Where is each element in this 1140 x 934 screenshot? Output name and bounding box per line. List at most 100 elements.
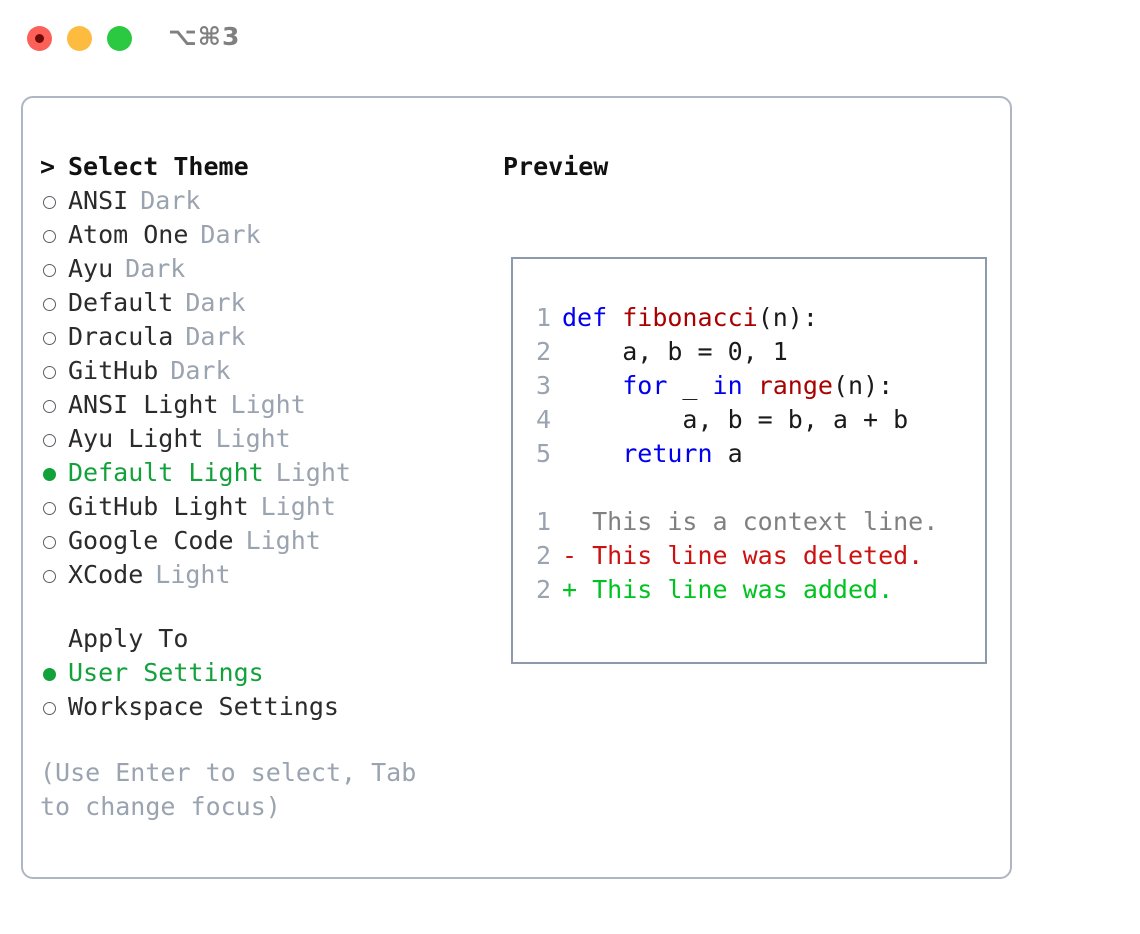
code-token: fibonacci	[622, 303, 758, 332]
radio-unselected-icon[interactable]	[43, 298, 56, 311]
theme-item-mode: Light	[215, 424, 291, 453]
theme-item-mode: Light	[260, 492, 336, 521]
theme-item-label: Default Light Light	[68, 456, 351, 490]
preview-title: Preview	[503, 152, 609, 181]
theme-list-item[interactable]: Default Light Light	[40, 456, 490, 490]
code-line-text: a, b = b, a + b	[562, 405, 908, 434]
theme-item-mode: Light	[275, 458, 351, 487]
theme-item-label: XCode Light	[68, 558, 231, 592]
code-token: (n):	[832, 371, 894, 400]
code-token: def	[562, 303, 623, 332]
theme-list-header: > Select Theme	[40, 150, 490, 184]
theme-list-title: Select Theme	[68, 152, 249, 181]
code-line-number: 2	[535, 337, 551, 366]
theme-item-mode: Light	[155, 560, 231, 589]
diff-line: 2 + This line was added.	[525, 573, 938, 607]
radio-unselected-icon[interactable]	[43, 264, 56, 277]
theme-list-item[interactable]: XCode Light	[40, 558, 490, 592]
radio-unselected-icon[interactable]	[43, 332, 56, 345]
diff-line-text: This is a context line.	[562, 507, 939, 536]
diff-line-text: - This line was deleted.	[562, 541, 924, 570]
hint-spacer	[40, 724, 490, 756]
code-token: (n):	[757, 303, 818, 332]
code-line: 4 a, b = b, a + b	[525, 403, 938, 437]
theme-item-label: Google Code Light	[68, 524, 321, 558]
apply-to-heading: Apply To	[68, 624, 189, 653]
prompt-caret-icon: >	[40, 152, 56, 181]
keyboard-hint-text: (Use Enter to select, Tab to change focu…	[40, 758, 417, 821]
minimize-window-button[interactable]	[67, 26, 92, 51]
radio-selected-icon[interactable]	[43, 668, 56, 681]
code-token: range	[757, 371, 833, 400]
radio-unselected-icon[interactable]	[43, 400, 56, 413]
code-line-text: def fibonacci(n):	[562, 303, 818, 332]
radio-unselected-icon[interactable]	[43, 702, 56, 715]
theme-item-name: Default Light	[68, 458, 264, 487]
radio-unselected-icon[interactable]	[43, 502, 56, 515]
diff-line-text: + This line was added.	[562, 575, 894, 604]
maximize-window-button[interactable]	[107, 26, 132, 51]
code-line-text: for _ in range(n):	[562, 371, 893, 400]
code-line: 2 a, b = 0, 1	[525, 335, 938, 369]
theme-item-name: Default	[68, 288, 174, 317]
apply-to-option-label: User Settings	[68, 658, 264, 687]
theme-item-name: Atom One	[68, 220, 189, 249]
title-bar: ⌥⌘3	[0, 0, 1140, 78]
code-token: a, b = b, a + b	[562, 405, 909, 434]
theme-item-mode: Light	[245, 526, 321, 555]
theme-item-name: GitHub Light	[68, 492, 249, 521]
code-line-number: 4	[535, 405, 551, 434]
radio-selected-icon[interactable]	[43, 468, 56, 481]
theme-item-name: Google Code	[68, 526, 234, 555]
apply-to-option[interactable]: Workspace Settings	[40, 690, 490, 724]
radio-unselected-icon[interactable]	[43, 196, 56, 209]
apply-to-option-label: Workspace Settings	[68, 692, 339, 721]
theme-list-item[interactable]: Atom One Dark	[40, 218, 490, 252]
theme-item-name: XCode	[68, 560, 144, 589]
theme-item-mode: Dark	[125, 254, 186, 283]
code-line-text: a, b = 0, 1	[562, 337, 788, 366]
diff-line: 2 - This line was deleted.	[525, 539, 938, 573]
radio-unselected-icon[interactable]	[43, 366, 56, 379]
radio-unselected-icon[interactable]	[43, 536, 56, 549]
code-token	[743, 371, 758, 400]
code-token: in	[712, 371, 743, 400]
apply-to-heading-row: Apply To	[40, 622, 490, 656]
theme-item-label: GitHub Light Light	[68, 490, 336, 524]
diff-line-number: 1	[535, 507, 551, 536]
diff-line-number: 2	[535, 541, 551, 570]
theme-list-item[interactable]: Google Code Light	[40, 524, 490, 558]
code-line-text: return a	[562, 439, 742, 468]
code-token: for	[622, 371, 668, 400]
apply-to-option[interactable]: User Settings	[40, 656, 490, 690]
code-line-number: 1	[535, 303, 551, 332]
theme-item-mode: Dark	[185, 322, 246, 351]
theme-list-item[interactable]: GitHub Light Light	[40, 490, 490, 524]
radio-unselected-icon[interactable]	[43, 570, 56, 583]
diff-line-number: 2	[535, 575, 551, 604]
close-window-button[interactable]	[27, 26, 52, 51]
theme-item-mode: Dark	[200, 220, 261, 249]
theme-item-mode: Light	[230, 390, 306, 419]
radio-unselected-icon[interactable]	[43, 230, 56, 243]
radio-unselected-icon[interactable]	[43, 434, 56, 447]
